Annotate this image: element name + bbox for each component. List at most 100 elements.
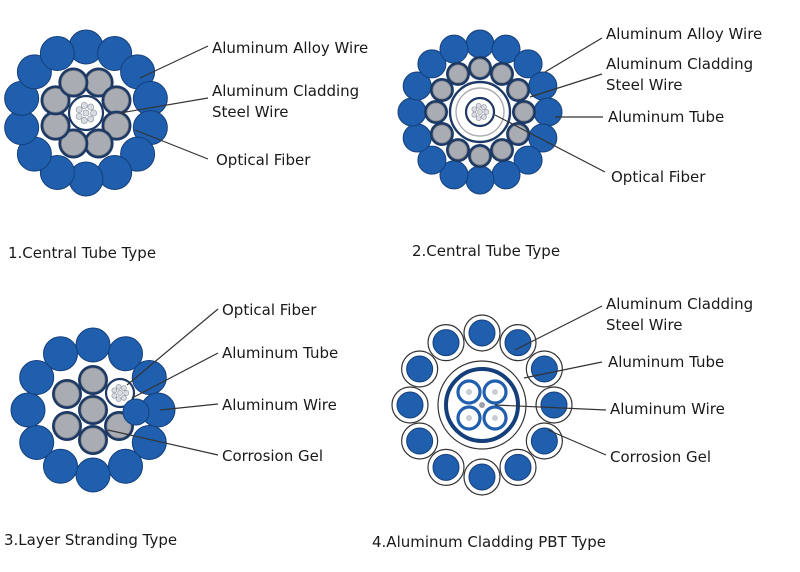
optical-fiber bbox=[115, 396, 122, 402]
aluminum-cladding-steel-wire bbox=[540, 391, 568, 419]
optical-fiber bbox=[117, 390, 123, 396]
label-steel-wire: Steel Wire bbox=[606, 316, 683, 334]
leader-lines-4 bbox=[494, 305, 607, 456]
optical-fiber bbox=[80, 117, 88, 124]
label-steel-wire: Steel Wire bbox=[212, 103, 289, 121]
aluminum-cladding-steel-wire bbox=[54, 381, 80, 407]
aluminum-cladding-steel-wire bbox=[432, 80, 452, 100]
aluminum-cladding-steel-wire bbox=[106, 413, 132, 439]
aluminum-cladding-steel-wire bbox=[470, 146, 490, 166]
caption-diagram-1: 1.Central Tube Type bbox=[8, 244, 156, 262]
aluminum-cladding-steel-wire bbox=[432, 329, 460, 357]
optical-fiber bbox=[481, 114, 487, 120]
optical-fiber bbox=[477, 109, 483, 115]
aluminum-cladding-steel-wire bbox=[530, 355, 558, 383]
aluminum-cladding-steel-wire bbox=[80, 397, 106, 423]
aluminum-cladding-steel-wire bbox=[80, 367, 106, 393]
label-aluminum-alloy-wire: Aluminum Alloy Wire bbox=[606, 25, 762, 43]
aluminum-alloy-wire bbox=[75, 457, 111, 493]
optical-fiber bbox=[90, 109, 98, 117]
optical-fiber bbox=[87, 103, 95, 111]
aluminum-cladding-steel-wire bbox=[426, 102, 446, 122]
aluminum-cladding-steel-wire bbox=[432, 453, 460, 481]
aluminum-alloy-wire bbox=[75, 327, 111, 363]
leader-line bbox=[139, 45, 209, 79]
aluminum-alloy-wire bbox=[513, 49, 543, 79]
aluminum-alloy-wire bbox=[465, 165, 495, 195]
aluminum-cladding-steel-wire bbox=[508, 124, 528, 144]
leader-line bbox=[494, 114, 606, 173]
leader-line bbox=[131, 352, 219, 399]
aluminum-cladding-steel-wire bbox=[492, 140, 512, 160]
label-aluminum-wire: Aluminum Wire bbox=[610, 400, 725, 418]
optical-fiber bbox=[466, 389, 472, 395]
optical-fiber bbox=[475, 103, 482, 109]
optical-fiber bbox=[87, 115, 95, 123]
optical-fiber bbox=[481, 104, 487, 110]
aluminum-cladding-steel-wire bbox=[508, 80, 528, 100]
aluminum-cladding-steel-wire bbox=[104, 113, 129, 139]
aluminum-cladding-steel-wire bbox=[54, 413, 80, 439]
label-optical-fiber: Optical Fiber bbox=[611, 168, 706, 186]
leader-line bbox=[119, 97, 209, 114]
optical-fiber bbox=[492, 415, 498, 421]
caption-diagram-4: 4.Aluminum Cladding PBT Type bbox=[372, 533, 606, 551]
leader-lines-3 bbox=[107, 308, 219, 456]
aluminum-cladding-steel-wire bbox=[43, 87, 68, 113]
aluminum-cladding-steel-wire bbox=[448, 140, 468, 160]
central-member bbox=[479, 402, 485, 408]
aluminum-alloy-wire bbox=[491, 160, 521, 190]
aluminum-alloy-wire bbox=[417, 49, 447, 79]
aluminum-wire bbox=[122, 398, 150, 426]
aluminum-cladding-steel-wire bbox=[406, 427, 434, 455]
caption-diagram-2: 2.Central Tube Type bbox=[412, 242, 560, 260]
optical-fiber bbox=[121, 385, 127, 391]
leader-line bbox=[544, 37, 603, 73]
optical-fiber bbox=[123, 390, 130, 396]
aluminum-cladding-steel-wire bbox=[448, 64, 468, 84]
aluminum-cladding-steel-wire bbox=[468, 319, 496, 347]
label-aluminum-tube: Aluminum Tube bbox=[608, 108, 724, 126]
leader-line bbox=[107, 429, 219, 456]
optical-fiber bbox=[475, 115, 482, 121]
aluminum-alloy-wire bbox=[131, 360, 167, 395]
aluminum-cladding-steel-wire bbox=[432, 124, 452, 144]
cable-cross-section-3 bbox=[10, 327, 176, 493]
aluminum-alloy-wire bbox=[108, 336, 143, 372]
aluminum-alloy-wire bbox=[19, 425, 55, 460]
optical-fiber bbox=[82, 109, 90, 117]
diagram-4: Aluminum Cladding Steel Wire Aluminum Tu… bbox=[372, 295, 753, 551]
aluminum-cladding-steel-wire bbox=[60, 70, 86, 95]
aluminum-cladding-steel-wire bbox=[514, 102, 534, 122]
label-aluminum-tube: Aluminum Tube bbox=[608, 353, 724, 371]
label-aluminum-wire: Aluminum Wire bbox=[222, 396, 337, 414]
label-aluminum-alloy-wire: Aluminum Alloy Wire bbox=[212, 39, 368, 57]
diagram-3: Optical Fiber Aluminum Tube Aluminum Wir… bbox=[4, 301, 338, 549]
aluminum-alloy-wire bbox=[68, 29, 104, 65]
label-aluminum-tube: Aluminum Tube bbox=[222, 344, 338, 362]
aluminum-alloy-wire bbox=[43, 336, 78, 372]
aluminum-alloy-wire bbox=[465, 29, 495, 59]
label-aluminum-cladding: Aluminum Cladding bbox=[212, 82, 359, 100]
aluminum-alloy-wire bbox=[131, 425, 167, 460]
aluminum-alloy-wire bbox=[397, 97, 427, 127]
aluminum-cladding-steel-wire bbox=[396, 391, 424, 419]
aluminum-cladding-steel-wire bbox=[43, 113, 68, 139]
aluminum-cladding-steel-wire bbox=[470, 58, 490, 78]
leader-line bbox=[134, 129, 209, 160]
aluminum-alloy-wire bbox=[68, 161, 104, 197]
leader-line bbox=[126, 308, 219, 386]
aluminum-cladding-steel-wire bbox=[60, 131, 86, 156]
aluminum-alloy-wire bbox=[43, 448, 78, 484]
aluminum-alloy-wire bbox=[10, 392, 46, 428]
aluminum-cladding-steel-wire bbox=[104, 87, 129, 113]
aluminum-alloy-wire bbox=[513, 145, 543, 175]
optical-fiber bbox=[466, 415, 472, 421]
optical-fiber bbox=[75, 112, 83, 120]
leader-lines-1 bbox=[119, 45, 209, 160]
aluminum-cladding-steel-wire bbox=[504, 453, 532, 481]
aluminum-alloy-wire bbox=[417, 145, 447, 175]
aluminum-cladding-steel-wire bbox=[468, 463, 496, 491]
label-optical-fiber: Optical Fiber bbox=[216, 151, 311, 169]
aluminum-cladding-steel-wire bbox=[492, 64, 512, 84]
